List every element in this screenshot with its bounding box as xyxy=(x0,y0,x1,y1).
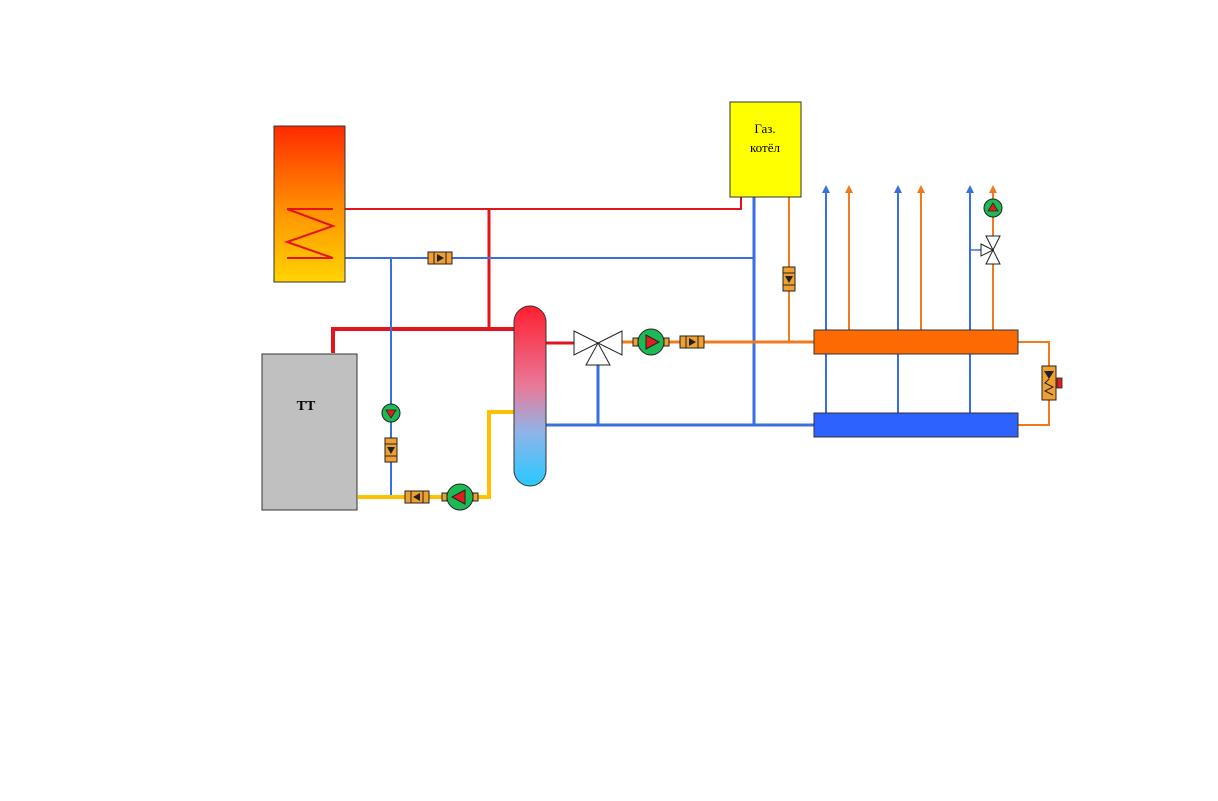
boiler-loop-pump-icon xyxy=(441,483,479,511)
pipes xyxy=(287,185,1050,499)
dhw-tank xyxy=(273,125,346,283)
solid-boiler-label: ТТ xyxy=(297,399,316,414)
heat-exchanger-coil-icon xyxy=(283,208,336,259)
dhw-supply-pipe xyxy=(287,197,742,210)
supply-check-valve-icon xyxy=(679,335,705,349)
gas-boiler: Газ. котёл xyxy=(729,101,802,198)
gas-boiler-check-valve-icon xyxy=(782,266,796,292)
hydraulic-separator-icon xyxy=(513,305,547,487)
three-way-mixing-valve-icon xyxy=(573,330,623,366)
riser-pump-icon xyxy=(983,198,1003,218)
solid-boiler-return-pipe xyxy=(358,410,516,499)
check-valve-icon xyxy=(427,251,453,265)
gas-boiler-label-line1: Газ. xyxy=(754,121,775,136)
return-manifold xyxy=(813,412,1019,438)
riser-three-way-valve-icon xyxy=(980,235,1001,265)
supply-manifold xyxy=(813,329,1019,355)
circulation-pump-icon xyxy=(632,328,670,356)
bypass-valve-icon xyxy=(1041,365,1063,401)
solid-boiler-supply-pipe xyxy=(331,327,516,353)
dhw-pump-icon xyxy=(381,403,401,423)
dhw-drop-check-valve-icon xyxy=(384,437,398,463)
heating-circuit-risers xyxy=(822,185,997,425)
solid-fuel-boiler: ТТ xyxy=(261,353,358,511)
gas-boiler-label-line2: котёл xyxy=(750,140,780,155)
boiler-return-check-valve-icon xyxy=(404,490,430,504)
